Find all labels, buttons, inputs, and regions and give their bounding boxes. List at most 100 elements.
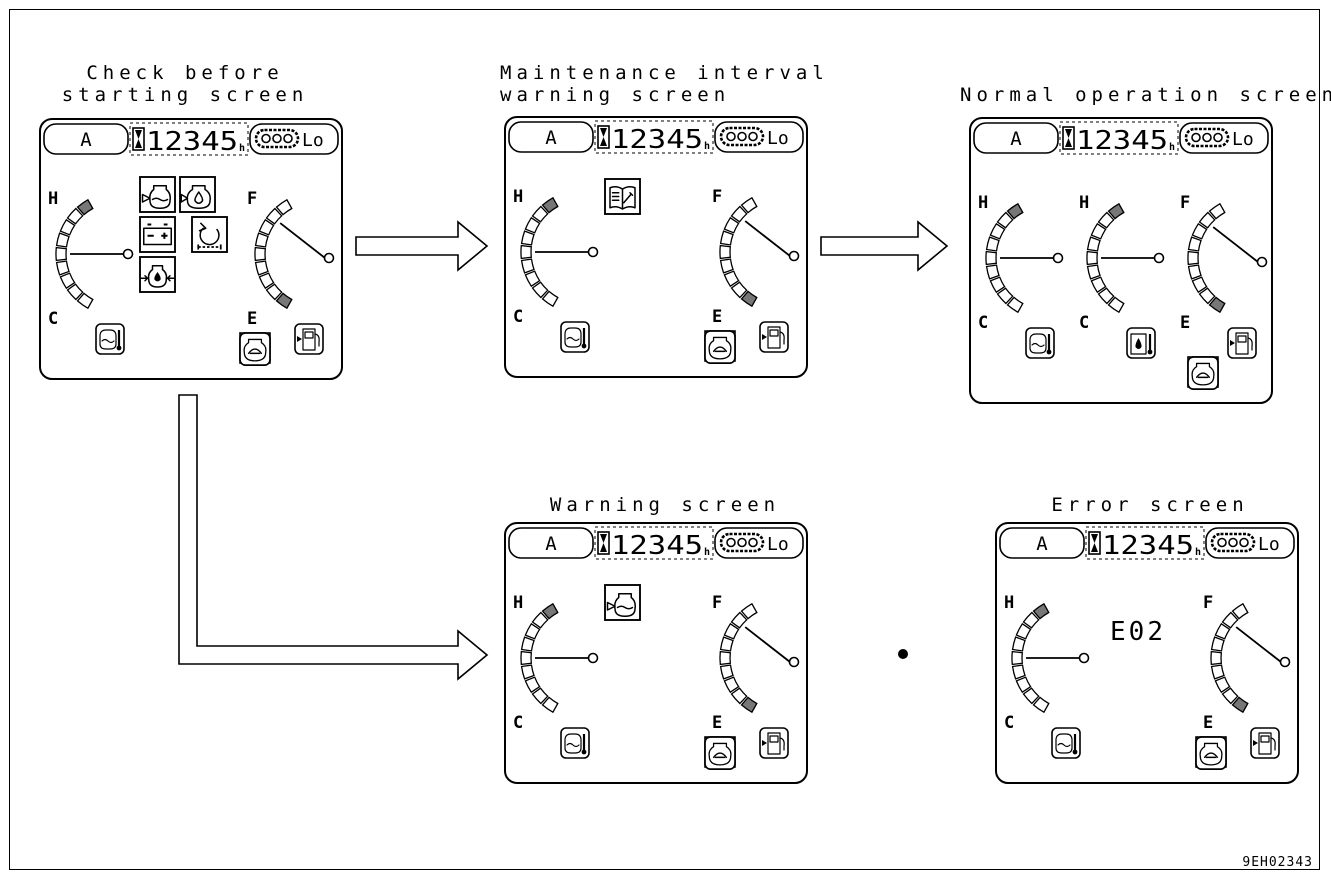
- svg-text:h: h: [239, 143, 245, 154]
- engine-oil-level-icon: [179, 176, 216, 213]
- mode-indicator: A: [43, 123, 129, 155]
- svg-text:Lo: Lo: [767, 534, 789, 555]
- battery-charge-icon: [139, 216, 176, 253]
- bullet-dot: [898, 649, 908, 659]
- fuel-icon: [1250, 727, 1280, 759]
- svg-text:Lo: Lo: [1232, 129, 1254, 150]
- svg-text:A: A: [1036, 533, 1048, 555]
- svg-text:12345: 12345: [1102, 531, 1194, 561]
- coolant-temp-icon: [560, 727, 590, 759]
- svg-text:C: C: [513, 713, 523, 733]
- svg-text:H: H: [513, 593, 523, 613]
- svg-text:C: C: [1004, 713, 1014, 733]
- svg-text:E: E: [712, 307, 722, 327]
- track-icon: [719, 532, 765, 553]
- caption-warning: Warning screen: [549, 494, 781, 516]
- fuel-icon: [294, 323, 324, 355]
- gauge-hydraulic-temp: HC: [1079, 193, 1165, 333]
- svg-text:A: A: [545, 127, 557, 149]
- svg-text:Lo: Lo: [767, 128, 789, 149]
- radiator-level-icon: [139, 176, 176, 213]
- track-icon: [254, 128, 300, 149]
- arrow-check-to-maintenance: [355, 220, 489, 272]
- gauge-fuel: FE: [1203, 593, 1291, 733]
- svg-text:Lo: Lo: [1258, 534, 1280, 555]
- svg-text:A: A: [80, 129, 92, 151]
- svg-text:F: F: [712, 593, 722, 613]
- gauge-coolant-temp: HC: [513, 593, 599, 733]
- svg-text:12345: 12345: [611, 531, 703, 561]
- coolant-temp-icon: [1025, 327, 1055, 359]
- fuel-icon: [1227, 327, 1257, 359]
- svg-text:h: h: [704, 547, 710, 558]
- svg-text:E: E: [1203, 713, 1213, 733]
- arrow-maintenance-to-normal: [820, 220, 949, 272]
- hourglass-icon: [597, 125, 610, 149]
- hourglass-icon: [1088, 531, 1101, 555]
- svg-text:E: E: [712, 713, 722, 733]
- engine-icon: [239, 332, 271, 366]
- coolant-temp-icon: [560, 321, 590, 353]
- svg-text:H: H: [978, 193, 988, 213]
- svg-text:A: A: [1010, 128, 1022, 150]
- gauge-coolant-temp: HC: [1004, 593, 1090, 733]
- mode-indicator: A: [508, 527, 594, 559]
- engine-icon: [1187, 356, 1219, 390]
- coolant-temp-icon: [1051, 727, 1081, 759]
- svg-text:A: A: [545, 533, 557, 555]
- engine-icon: [704, 330, 736, 364]
- hourglass-icon: [132, 127, 145, 151]
- track-icon: [1210, 532, 1256, 553]
- travel-speed-indicator: Lo: [249, 123, 339, 155]
- track-icon: [719, 126, 765, 147]
- mode-indicator: A: [973, 122, 1059, 154]
- gauge-fuel: FE: [712, 187, 800, 327]
- track-icon: [1184, 127, 1230, 148]
- gauge-fuel: FE: [712, 593, 800, 733]
- gauge-coolant-temp: HC: [48, 189, 134, 329]
- svg-text:H: H: [1079, 193, 1089, 213]
- engine-oil-pressure-icon: [139, 256, 176, 293]
- travel-speed-indicator: Lo: [714, 121, 804, 153]
- svg-text:H: H: [513, 187, 523, 207]
- air-cleaner-icon: [191, 216, 228, 253]
- maintenance-book-icon: [604, 178, 641, 215]
- svg-text:h: h: [1195, 547, 1201, 558]
- radiator-level-icon: [604, 584, 641, 621]
- svg-text:H: H: [48, 189, 58, 209]
- svg-text:F: F: [1203, 593, 1213, 613]
- mode-indicator: A: [999, 527, 1085, 559]
- svg-text:F: F: [712, 187, 722, 207]
- travel-speed-indicator: Lo: [714, 527, 804, 559]
- engine-icon: [1195, 736, 1227, 770]
- svg-text:12345: 12345: [1076, 126, 1168, 156]
- gauge-coolant-temp: HC: [978, 193, 1064, 333]
- svg-text:E: E: [247, 309, 257, 329]
- svg-text:C: C: [978, 313, 988, 333]
- svg-text:C: C: [1079, 313, 1089, 333]
- fuel-icon: [759, 321, 789, 353]
- figure-frame: [9, 9, 1320, 870]
- svg-text:Lo: Lo: [302, 130, 324, 151]
- caption-normal: Normal operation screen: [960, 84, 1331, 106]
- engine-icon: [704, 736, 736, 770]
- gauge-coolant-temp: HC: [513, 187, 599, 327]
- svg-text:h: h: [1169, 142, 1175, 153]
- svg-text:12345: 12345: [611, 125, 703, 155]
- error-code: E02: [1110, 617, 1166, 647]
- document-id: 9EH02343: [1242, 855, 1313, 870]
- gauge-fuel: FE: [247, 189, 335, 329]
- hourglass-icon: [1062, 126, 1075, 150]
